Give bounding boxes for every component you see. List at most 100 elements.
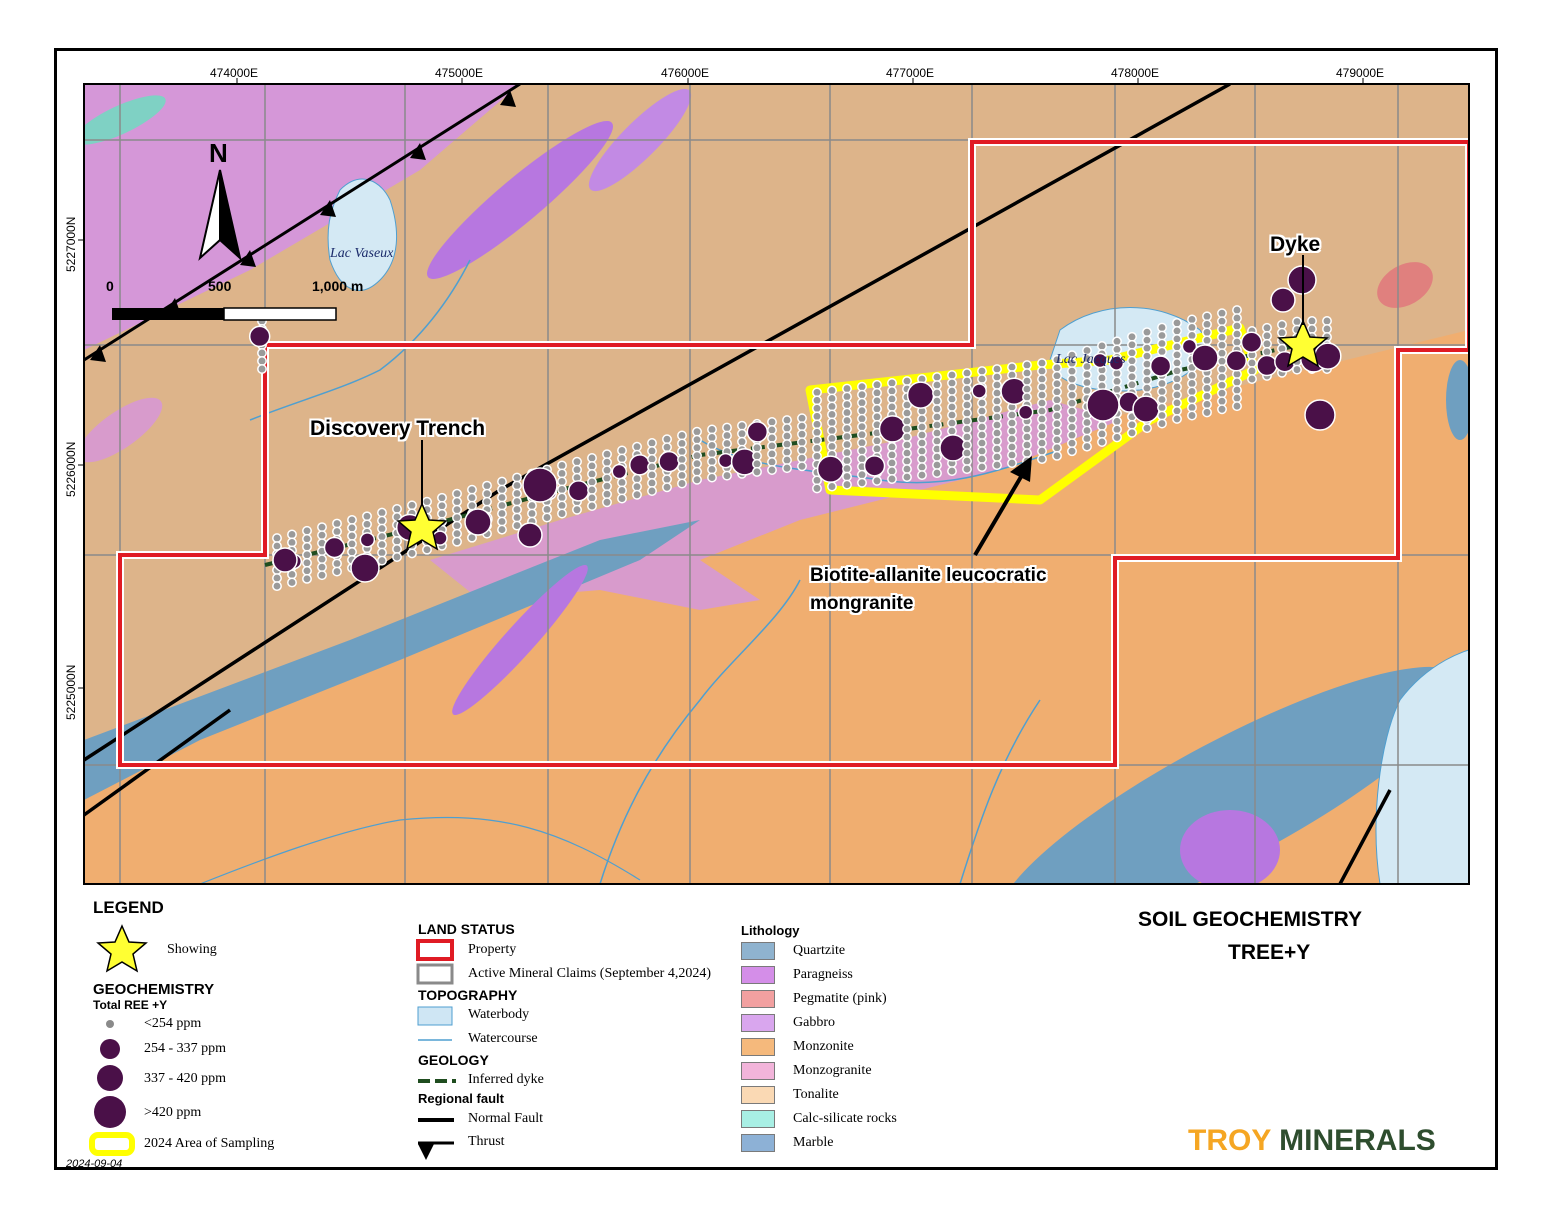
- soil-sample-low: [947, 378, 957, 389]
- soil-sample-low: [452, 520, 462, 531]
- soil-sample-low: [512, 488, 522, 499]
- soil-sample-low: [992, 396, 1002, 407]
- soil-sample-high: [323, 536, 346, 559]
- soil-sample-low: [842, 439, 852, 450]
- soil-sample-low: [1172, 413, 1182, 424]
- soil-sample-low: [902, 424, 912, 435]
- soil-sample-low: [797, 445, 807, 456]
- soil-sample-low: [272, 573, 282, 584]
- soil-sample-low: [257, 348, 267, 358]
- soil-sample-low: [1232, 385, 1242, 396]
- soil-sample-low: [272, 581, 282, 592]
- soil-sample-high: [522, 467, 558, 503]
- lithology-item: Calc-silicate rocks: [741, 1110, 897, 1128]
- soil-sample-low: [1142, 383, 1152, 394]
- soil-sample-high: [1304, 399, 1336, 431]
- soil-sample-low: [1172, 397, 1182, 408]
- x-tick-label: 475000E: [435, 66, 484, 80]
- soil-sample-low: [932, 452, 942, 463]
- soil-sample-low: [1277, 327, 1287, 338]
- soil-sample-low: [752, 458, 762, 469]
- soil-sample-low: [707, 472, 717, 483]
- soil-sample-low: [587, 501, 597, 511]
- soil-sample-low: [602, 457, 612, 468]
- soil-sample-low: [1217, 324, 1227, 335]
- soil-sample-low: [317, 530, 327, 541]
- soil-sample-high: [272, 547, 298, 573]
- soil-sample-low: [602, 481, 612, 492]
- soil-sample-low: [827, 425, 837, 436]
- soil-sample-low: [1292, 364, 1302, 375]
- soil-sample-low: [497, 484, 507, 495]
- soil-sample-low: [1052, 378, 1062, 389]
- regional-fault-title: Regional fault: [418, 1091, 504, 1106]
- soil-sample-low: [302, 533, 312, 544]
- soil-sample-low: [557, 500, 567, 511]
- soil-sample-high: [517, 522, 543, 548]
- soil-sample-low: [482, 496, 492, 507]
- soil-sample-low: [1217, 380, 1227, 391]
- soil-sample-low: [467, 484, 477, 495]
- soil-sample-low: [1082, 369, 1092, 380]
- soil-sample-low: [377, 515, 387, 526]
- y-tick-label: 5226000N: [64, 441, 78, 497]
- soil-sample-low: [1007, 442, 1017, 453]
- soil-sample-low: [452, 512, 462, 523]
- soil-sample-low: [1127, 355, 1137, 366]
- soil-sample-low: [812, 403, 822, 414]
- soil-sample-low: [692, 466, 702, 477]
- soil-sample-low: [407, 500, 417, 511]
- soil-sample-low: [587, 477, 597, 487]
- soil-sample-low: [452, 488, 462, 499]
- soil-sample-low: [437, 492, 447, 503]
- legend-sample-large: [97, 1065, 123, 1091]
- lithology-swatch: [741, 1110, 775, 1128]
- lithology-label: Gabbro: [793, 1015, 835, 1030]
- soil-sample-low: [767, 425, 777, 435]
- soil-sample-low: [422, 544, 432, 555]
- soil-sample-low: [857, 421, 867, 432]
- legend-property-icon: [416, 939, 454, 961]
- north-arrow-east: [219, 169, 242, 261]
- soil-sample-low: [1007, 362, 1017, 373]
- lithology-item: Gabbro: [741, 1014, 835, 1032]
- soil-sample-low: [737, 420, 747, 431]
- soil-sample-low: [1142, 375, 1152, 386]
- soil-sample-low: [917, 454, 927, 465]
- soil-sample-low: [857, 469, 867, 480]
- soil-sample-low: [1082, 377, 1092, 388]
- soil-sample-low: [932, 428, 942, 439]
- soil-sample-low: [827, 385, 837, 396]
- granite-label-line1: Biotite-allanite leucocratic: [810, 565, 1047, 586]
- soil-sample-low: [812, 427, 822, 438]
- soil-sample-low: [512, 504, 522, 515]
- soil-sample-low: [962, 440, 972, 451]
- soil-sample-low: [647, 446, 657, 456]
- soil-sample-low: [1067, 414, 1077, 425]
- soil-sample-low: [602, 497, 612, 508]
- soil-sample-low: [692, 434, 702, 445]
- soil-sample-high: [359, 532, 376, 548]
- paragneiss-block: [84, 84, 520, 350]
- soil-sample-low: [1322, 324, 1332, 334]
- soil-sample-low: [1097, 437, 1107, 447]
- soil-sample-low: [422, 496, 432, 507]
- dyke-label: Dyke: [1270, 233, 1321, 256]
- soil-sample-low: [1067, 446, 1077, 457]
- soil-sample-low: [1217, 372, 1227, 383]
- soil-sample-low: [632, 489, 642, 500]
- soil-sample-low: [872, 475, 882, 486]
- soil-sample-low: [287, 577, 297, 588]
- soil-sample-low: [497, 524, 507, 535]
- soil-sample-low: [902, 416, 912, 427]
- soil-sample-low: [1157, 418, 1167, 429]
- watercourse-label: Watercourse: [468, 1031, 538, 1046]
- soil-sample-low: [707, 464, 717, 475]
- lithology-title: Lithology: [741, 923, 800, 938]
- soil-sample-low: [1127, 379, 1137, 390]
- soil-sample-low: [677, 478, 687, 489]
- soil-sample-low: [1127, 339, 1137, 350]
- soil-sample-low: [707, 432, 717, 443]
- legend-star-icon: [96, 924, 148, 973]
